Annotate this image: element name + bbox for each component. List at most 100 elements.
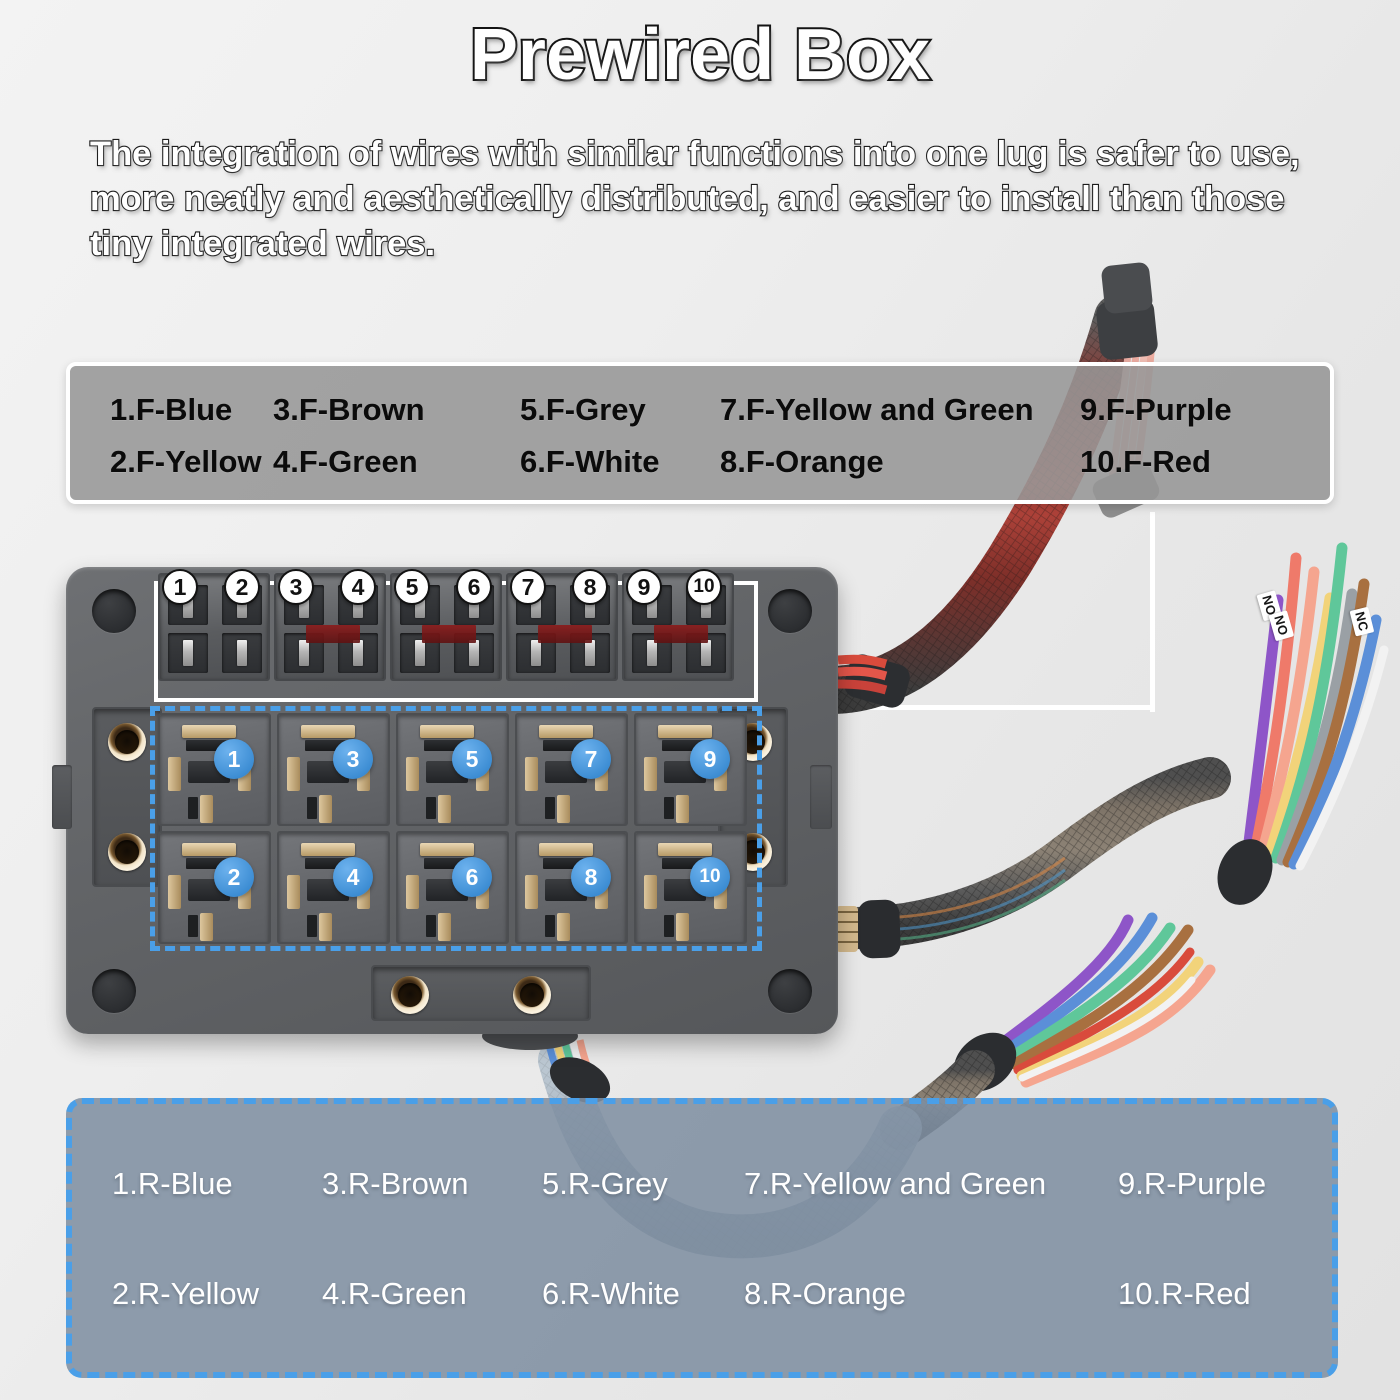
front-legend-item-8: 8.F-Orange bbox=[720, 444, 884, 479]
fuse-body-red bbox=[306, 625, 360, 643]
fuse-blade bbox=[585, 592, 595, 618]
relay-6[interactable] bbox=[396, 831, 509, 944]
fuse-blade bbox=[585, 640, 595, 666]
side-tab-left bbox=[52, 765, 72, 829]
relay-terminal bbox=[664, 797, 674, 819]
wire-label-no-2: NO bbox=[1268, 610, 1295, 641]
wire-label-nc-1: NC bbox=[1349, 606, 1375, 637]
front-wire-fan bbox=[1217, 542, 1389, 905]
mounting-hole-bottom-left bbox=[92, 969, 136, 1013]
relay-terminal bbox=[438, 795, 451, 823]
fuse-blade bbox=[237, 640, 247, 666]
relay-terminal bbox=[182, 843, 236, 856]
relay-terminal bbox=[662, 858, 708, 869]
front-legend-item-7: 7.F-Yellow and Green bbox=[720, 392, 1034, 427]
relay-8[interactable] bbox=[515, 831, 628, 944]
rear-legend-item-4: 4.R-Green bbox=[322, 1276, 467, 1311]
relay-terminal bbox=[557, 913, 570, 941]
relay-number-badge-8: 8 bbox=[571, 857, 611, 897]
relay-3[interactable] bbox=[277, 713, 390, 826]
relay-terminal bbox=[287, 757, 300, 791]
relay-terminal bbox=[658, 843, 712, 856]
fuse-body-red bbox=[538, 625, 592, 643]
front-legend-item-2: 2.F-Yellow bbox=[110, 444, 262, 479]
fuse-blade bbox=[353, 592, 363, 618]
fuse-number-badge-4: 4 bbox=[340, 569, 376, 605]
fuse-blade bbox=[299, 592, 309, 618]
relay-terminal bbox=[658, 725, 712, 738]
relay-terminal bbox=[676, 795, 689, 823]
relay-terminal bbox=[168, 875, 181, 909]
relay-terminal bbox=[186, 740, 232, 751]
relay-terminal bbox=[539, 843, 593, 856]
relay-terminal bbox=[525, 875, 538, 909]
relay-terminal bbox=[305, 858, 351, 869]
fuse-blade bbox=[183, 592, 193, 618]
relay-9[interactable] bbox=[634, 713, 747, 826]
relay-4[interactable] bbox=[277, 831, 390, 944]
callout-line-vertical-right bbox=[1150, 512, 1155, 712]
relay-terminal bbox=[664, 915, 674, 937]
relay-5[interactable] bbox=[396, 713, 509, 826]
relay-terminal bbox=[545, 797, 555, 819]
relay-terminal bbox=[543, 858, 589, 869]
rear-legend-item-6: 6.R-White bbox=[542, 1276, 680, 1311]
fuse-number-badge-7: 7 bbox=[510, 569, 546, 605]
fuse-blade bbox=[469, 592, 479, 618]
fuse-blade bbox=[469, 640, 479, 666]
fuse-blade bbox=[237, 592, 247, 618]
mounting-hole-top-left bbox=[92, 589, 136, 633]
terminal-stud-bottom-left[interactable] bbox=[391, 976, 429, 1014]
fuse-blade bbox=[701, 592, 711, 618]
relay-terminal bbox=[545, 915, 555, 937]
terminal-stud-left-bottom[interactable] bbox=[108, 833, 146, 871]
fuse-number-badge-10: 10 bbox=[686, 569, 722, 605]
mounting-hole-bottom-right bbox=[768, 969, 812, 1013]
front-legend-item-1: 1.F-Blue bbox=[110, 392, 233, 427]
relay-terminal bbox=[200, 795, 213, 823]
relay-terminal bbox=[406, 875, 419, 909]
page-title: Prewired Box bbox=[468, 13, 932, 97]
relay-terminal bbox=[200, 913, 213, 941]
relay-terminal bbox=[305, 740, 351, 751]
relay-terminal bbox=[420, 725, 474, 738]
relay-terminal bbox=[676, 913, 689, 941]
fuse-body-red bbox=[654, 625, 708, 643]
relay-terminal bbox=[319, 913, 332, 941]
relay-terminal bbox=[301, 725, 355, 738]
relay-terminal bbox=[644, 757, 657, 791]
relay-number-badge-4: 4 bbox=[333, 857, 373, 897]
fuse-blade bbox=[701, 640, 711, 666]
fuse-blade bbox=[531, 592, 541, 618]
rear-legend-item-1: 1.R-Blue bbox=[112, 1166, 233, 1201]
relay-10[interactable] bbox=[634, 831, 747, 944]
fuse-blade bbox=[647, 640, 657, 666]
terminal-stud-bottom-right[interactable] bbox=[513, 976, 551, 1014]
fuse-blade bbox=[183, 640, 193, 666]
fuse-number-badge-1: 1 bbox=[162, 569, 198, 605]
relay-terminal bbox=[186, 858, 232, 869]
relay-1[interactable] bbox=[158, 713, 271, 826]
rear-legend-item-9: 9.R-Purple bbox=[1118, 1166, 1267, 1201]
terminal-stud-left-top[interactable] bbox=[108, 723, 146, 761]
fuse-blade bbox=[647, 592, 657, 618]
page-subtitle: The integration of wires with similar fu… bbox=[89, 134, 1301, 264]
fuse-blade bbox=[531, 640, 541, 666]
relay-7[interactable] bbox=[515, 713, 628, 826]
relay-2[interactable] bbox=[158, 831, 271, 944]
fuse-number-badge-9: 9 bbox=[626, 569, 662, 605]
rear-legend-item-7: 7.R-Yellow and Green bbox=[744, 1166, 1047, 1201]
fuse-number-badge-3: 3 bbox=[278, 569, 314, 605]
relay-number-badge-1: 1 bbox=[214, 739, 254, 779]
relay-terminal bbox=[420, 843, 474, 856]
relay-terminal bbox=[662, 740, 708, 751]
fuse-body-red bbox=[422, 625, 476, 643]
front-legend-item-10: 10.F-Red bbox=[1080, 444, 1211, 479]
relay-number-badge-5: 5 bbox=[452, 739, 492, 779]
bottom-terminal-strip bbox=[371, 965, 591, 1021]
fuse-number-badge-5: 5 bbox=[394, 569, 430, 605]
